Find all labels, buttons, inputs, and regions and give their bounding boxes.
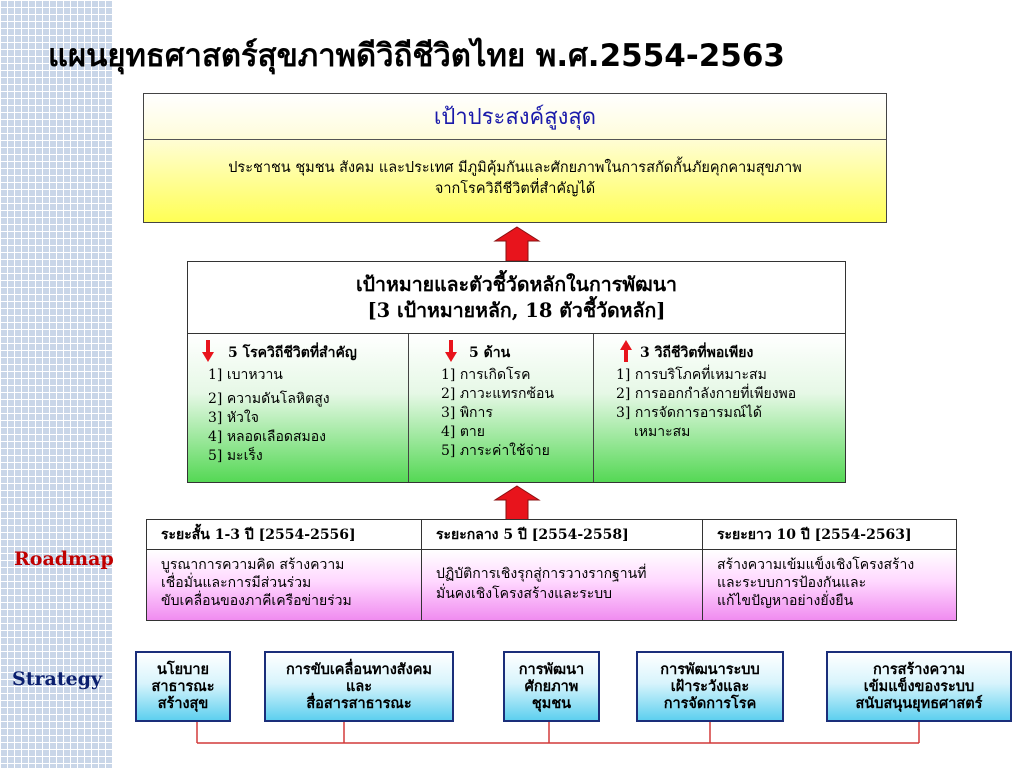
target-item: 1] การเกิดโรค xyxy=(441,367,531,383)
strategy-box-social-mobilization: การขับเคลื่อนทางสังคม และ สื่อสารสาธารณะ xyxy=(264,651,454,722)
target-item: 1] เบาหวาน xyxy=(208,367,283,383)
target-column-heading: 5 ด้าน xyxy=(469,345,511,361)
strategy-line: การพัฒนาระบบ xyxy=(660,661,760,678)
target-item: 3] พิการ xyxy=(441,405,493,421)
roadmap-label: Roadmap xyxy=(14,548,114,570)
strategy-line: และ xyxy=(345,678,373,695)
strategy-line: การขับเคลื่อนทางสังคม xyxy=(286,661,432,678)
strategy-box-support-system: การสร้างความ เข้มแข็งของระบบ สนับสนุนยุท… xyxy=(826,651,1012,722)
ultimate-goal-box: เป้าประสงค์สูงสุด ประชาชน ชุมชน สังคม แล… xyxy=(143,93,887,223)
targets-indicators-box: เป้าหมายและตัวชี้วัดหลักในการพัฒนา [3 เป… xyxy=(187,261,846,483)
down-arrow-icon xyxy=(202,340,214,362)
roadmap-phase-body: บูรณาการความคิด สร้างความ เชื่อมั่นและกา… xyxy=(147,550,421,620)
target-item: 4] หลอดเลือดสมอง xyxy=(208,429,327,445)
strategy-line: สนับสนุนยุทธศาสตร์ xyxy=(855,695,983,712)
roadmap-phase-heading: ระยะสั้น 1-3 ปี [2554-2556] xyxy=(147,520,421,550)
up-arrow-small-icon xyxy=(620,340,632,362)
target-item: 5] ภาระค่าใช้จ่าย xyxy=(441,443,550,459)
strategy-line: ชุมชน xyxy=(531,695,572,712)
ultimate-goal-line: ประชาชน ชุมชน สังคม และประเทศ มีภูมิคุ้ม… xyxy=(228,160,802,176)
roadmap-phase-line: แก้ไขปัญหาอย่างยั่งยืน xyxy=(717,593,854,609)
ultimate-goal-heading: เป้าประสงค์สูงสุด xyxy=(144,94,886,140)
page-title: แผนยุทธศาสตร์สุขภาพดีวิถีชีวิตไทย พ.ศ.25… xyxy=(48,38,785,74)
roadmap-phase-line: ปฏิบัติการเชิงรุกสู่การวางรากฐานที่ xyxy=(436,566,647,582)
strategy-line: การสร้างความ xyxy=(872,661,966,678)
target-item: เหมาะสม xyxy=(634,424,691,440)
strategy-box-public-policy: นโยบาย สาธารณะ สร้างสุข xyxy=(135,651,231,722)
strategy-box-community-capacity: การพัฒนา ศักยภาพ ชุมชน xyxy=(503,651,600,722)
down-arrow-icon xyxy=(445,340,457,362)
roadmap-phase-line: สร้างความเข้มแข็งเชิงโครงสร้าง xyxy=(717,557,915,573)
ultimate-goal-line: จากโรควิถีชีวิตที่สำคัญได้ xyxy=(434,181,596,197)
roadmap-phase-line: และระบบการป้องกันและ xyxy=(717,575,867,591)
roadmap-phase-body: ปฏิบัติการเชิงรุกสู่การวางรากฐานที่ มั่น… xyxy=(422,550,702,620)
strategy-line: นโยบาย xyxy=(156,661,210,678)
roadmap-phase-medium: ระยะกลาง 5 ปี [2554-2558] ปฏิบัติการเชิง… xyxy=(421,520,702,620)
target-column-heading: 3 วิถีชีวิตที่พอเพียง xyxy=(640,345,754,361)
ultimate-goal-text: ประชาชน ชุมชน สังคม และประเทศ มีภูมิคุ้ม… xyxy=(144,140,886,200)
strategy-label: Strategy xyxy=(12,668,103,690)
target-item: 5] มะเร็ง xyxy=(208,448,263,464)
target-item: 3] การจัดการอารมณ์ได้ xyxy=(616,405,762,421)
target-column-diseases: 5 โรควิถีชีวิตที่สำคัญ 1] เบาหวาน 2] ควา… xyxy=(188,334,408,482)
roadmap-phase-short: ระยะสั้น 1-3 ปี [2554-2556] บูรณาการความ… xyxy=(147,520,421,620)
roadmap-phase-body: สร้างความเข้มแข็งเชิงโครงสร้าง และระบบกา… xyxy=(703,550,956,620)
strategy-line: สาธารณะ xyxy=(151,678,215,695)
targets-columns: 5 โรควิถีชีวิตที่สำคัญ 1] เบาหวาน 2] ควา… xyxy=(188,334,845,482)
target-item: 4] ตาย xyxy=(441,424,485,440)
target-item: 1] การบริโภคที่เหมาะสม xyxy=(616,367,767,383)
decorative-grid-strip xyxy=(0,0,113,768)
target-column-lifestyle: 3 วิถีชีวิตที่พอเพียง 1] การบริโภคที่เหม… xyxy=(593,334,845,482)
strategy-line: เข้มแข็งของระบบ xyxy=(863,678,975,695)
targets-subheading: [3 เป้าหมายหลัก, 18 ตัวชี้วัดหลัก] xyxy=(367,298,666,322)
target-column-heading: 5 โรควิถีชีวิตที่สำคัญ xyxy=(228,345,357,361)
roadmap-phase-long: ระยะยาว 10 ปี [2554-2563] สร้างความเข้มแ… xyxy=(702,520,956,620)
roadmap-phase-line: มั่นคงเชิงโครงสร้างและระบบ xyxy=(436,586,613,602)
strategy-line: การจัดการโรค xyxy=(663,695,757,712)
roadmap-phase-line: ขับเคลื่อนของภาคีเครือข่ายร่วม xyxy=(161,593,352,609)
target-item: 2] ความดันโลหิตสูง xyxy=(208,391,330,407)
strategy-line: สื่อสารสาธารณะ xyxy=(306,695,412,712)
targets-heading-area: เป้าหมายและตัวชี้วัดหลักในการพัฒนา [3 เป… xyxy=(188,262,845,334)
strategy-line: เฝ้าระวังและ xyxy=(670,678,750,695)
roadmap-phase-line: บูรณาการความคิด สร้างความ xyxy=(161,557,345,573)
roadmap-phase-line: เชื่อมั่นและการมีส่วนร่วม xyxy=(161,575,312,591)
target-item: 2] ภาวะแทรกซ้อน xyxy=(441,386,555,402)
strategy-box-surveillance-system: การพัฒนาระบบ เฝ้าระวังและ การจัดการโรค xyxy=(636,651,784,722)
targets-heading: เป้าหมายและตัวชี้วัดหลักในการพัฒนา xyxy=(356,272,677,296)
roadmap-phase-heading: ระยะยาว 10 ปี [2554-2563] xyxy=(703,520,956,550)
strategy-line: สร้างสุข xyxy=(157,695,209,712)
roadmap-table: ระยะสั้น 1-3 ปี [2554-2556] บูรณาการความ… xyxy=(146,519,957,621)
target-item: 3] หัวใจ xyxy=(208,410,259,426)
roadmap-phase-heading: ระยะกลาง 5 ปี [2554-2558] xyxy=(422,520,702,550)
strategy-line: ศักยภาพ xyxy=(524,678,579,695)
target-item: 2] การออกกำลังกายที่เพียงพอ xyxy=(616,386,797,402)
strategy-line: การพัฒนา xyxy=(518,661,585,678)
target-column-aspects: 5 ด้าน 1] การเกิดโรค 2] ภาวะแทรกซ้อน 3] … xyxy=(408,334,593,482)
